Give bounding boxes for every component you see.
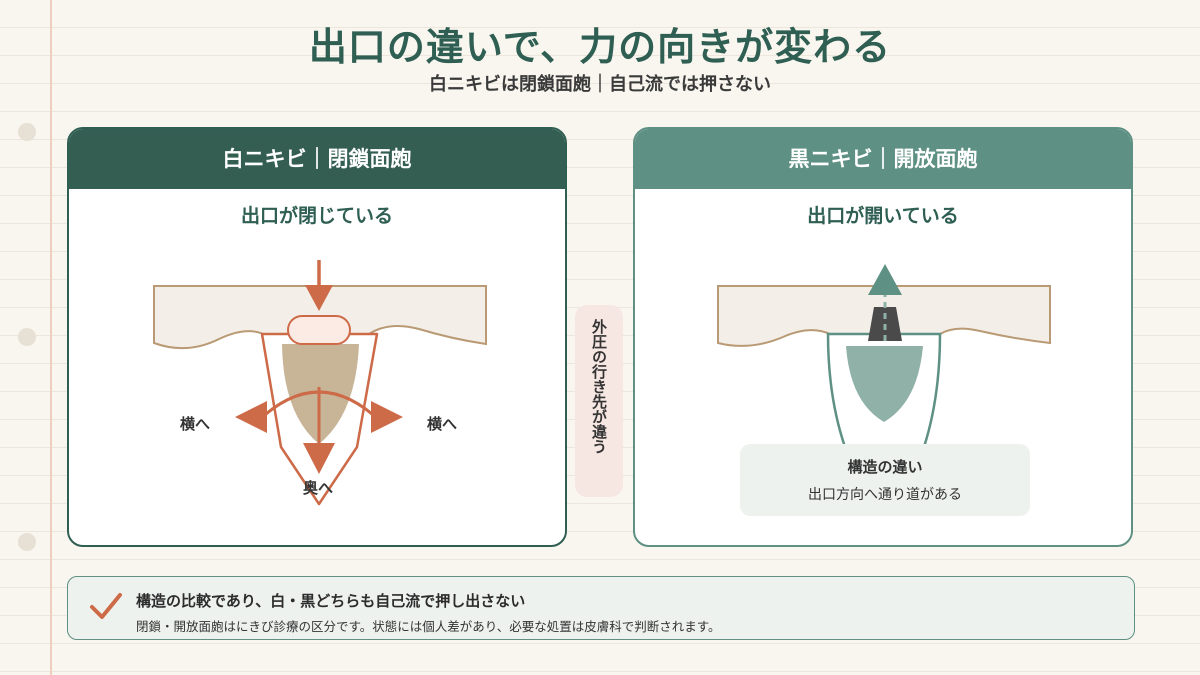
closed-comedo-panel: 白ニキビ｜閉鎖面皰 出口が閉じている 横へ 横へ 奥へ [67, 127, 567, 547]
sebum-fill [846, 346, 923, 422]
label-sideways-right: 横へ [427, 415, 457, 433]
closed-opening [287, 315, 351, 345]
label-sideways-left: 横へ [180, 415, 210, 433]
pressure-difference-pill: 外圧の行き先が違う [575, 305, 623, 497]
caution-title: 構造の比較であり、白・黒どちらも自己流で押し出さない [136, 592, 526, 610]
closed-comedo-diagram: 横へ 横へ 奥へ [153, 260, 487, 506]
notebook-margin-line [50, 0, 52, 675]
page-subtitle: 白ニキビは閉鎖面皰｜自己流では押さない [429, 74, 771, 95]
binder-hole [18, 533, 36, 551]
up-arrow-icon [868, 264, 902, 295]
open-comedo-panel: 黒ニキビ｜開放面皰 出口が開いている 構造の違い 出口方向へ通り道がある [633, 127, 1133, 547]
caution-text: 閉鎖・開放面皰はにきび診療の区分です。状態には個人差があり、必要な処置は皮膚科で… [136, 619, 721, 634]
panel-subtitle: 出口が閉じている [240, 205, 393, 227]
down-arrow-icon [303, 443, 335, 474]
note-title: 構造の違い [847, 458, 923, 476]
binder-hole [18, 123, 36, 141]
press-arrow-icon [305, 285, 333, 311]
note-text: 出口方向へ通り道がある [808, 487, 962, 503]
left-arrow-icon [235, 401, 267, 433]
check-icon [90, 593, 122, 619]
caution-box: 構造の比較であり、白・黒どちらも自己流で押し出さない 閉鎖・開放面皰はにきび診療… [67, 576, 1135, 640]
structure-note: 構造の違い 出口方向へ通り道がある [740, 444, 1030, 516]
pressure-difference-text: 外圧の行き先が違う [590, 319, 608, 454]
right-arrow-icon [371, 401, 403, 433]
binder-hole [18, 328, 36, 346]
panel-header: 白ニキビ｜閉鎖面皰 [69, 129, 565, 189]
label-deeper: 奥へ [303, 479, 333, 497]
open-comedo-diagram [717, 264, 1051, 449]
panel-header: 黒ニキビ｜開放面皰 [635, 129, 1131, 189]
panel-subtitle: 出口が開いている [807, 205, 959, 227]
page-title: 出口の違いで、力の向きが変わる [308, 24, 892, 69]
